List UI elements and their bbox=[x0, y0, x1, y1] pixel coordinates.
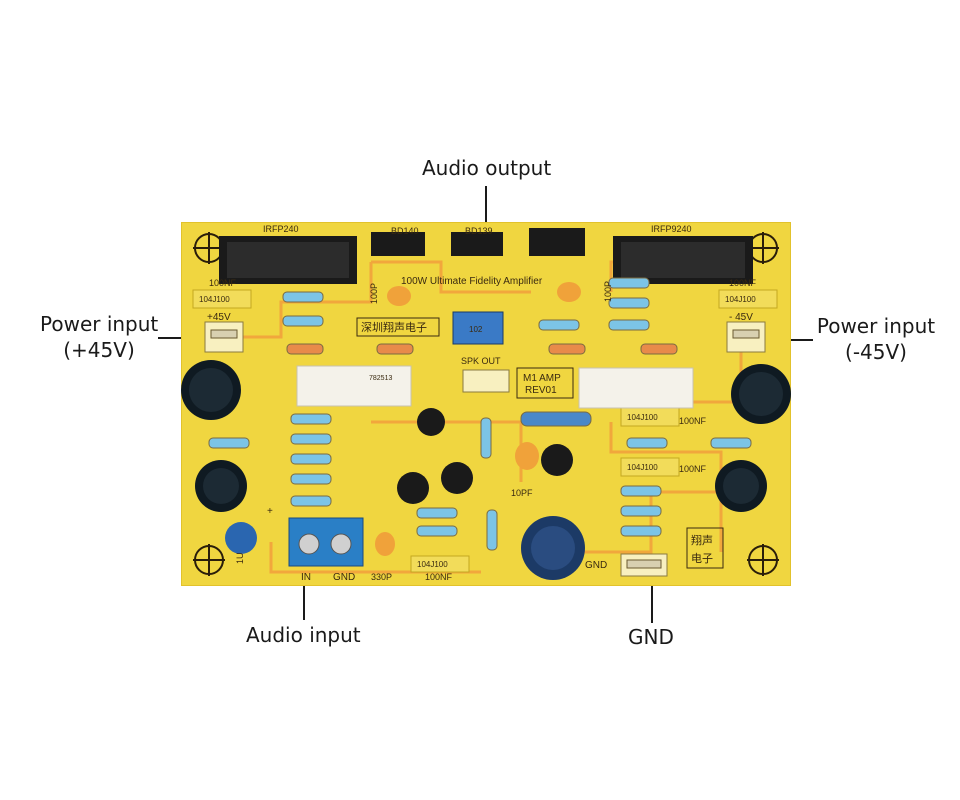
silk-bd139: BD139 bbox=[465, 226, 493, 236]
svg-text:104J100: 104J100 bbox=[199, 295, 230, 304]
film-cap-left: 104J100 bbox=[192, 289, 252, 309]
mosfet-irfp240 bbox=[219, 236, 357, 284]
audio-output-label: Audio output bbox=[422, 156, 552, 180]
film-cap-mid-2: 104J100 bbox=[620, 457, 680, 477]
svg-text:104J100: 104J100 bbox=[627, 413, 658, 422]
svg-text:782513: 782513 bbox=[369, 375, 392, 382]
power-resistor-right bbox=[578, 367, 694, 409]
silk-100nf-tr: 100NF bbox=[729, 278, 757, 288]
power-input-left-title: Power input bbox=[40, 312, 159, 336]
silk-brand-short-1: 翔声 bbox=[691, 533, 713, 547]
silk-irfp9240: IRFP9240 bbox=[651, 224, 692, 234]
silk-model: M1 AMP bbox=[523, 373, 561, 384]
amplifier-pcb: IRFP240 IRFP9240 BD140 BD139 100NF 100NF… bbox=[181, 222, 791, 586]
power-input-left-label: Power input (+45V) bbox=[40, 311, 158, 363]
silk-in: IN bbox=[301, 572, 311, 583]
small-transistors bbox=[397, 408, 573, 504]
svg-text:104J100: 104J100 bbox=[417, 560, 448, 569]
silk-1u: 1U bbox=[235, 552, 245, 564]
silk-100p-left: 100P bbox=[369, 283, 379, 304]
svg-text:- 45V: - 45V bbox=[729, 312, 753, 323]
film-cap-mid-1: 104J100 bbox=[620, 407, 680, 427]
film-cap-bottom: 104J100 bbox=[410, 555, 470, 573]
silk-100nf-mid-2: 100NF bbox=[679, 464, 707, 474]
power-input-right-label: Power input (-45V) bbox=[815, 313, 937, 365]
silk-title: 100W Ultimate Fidelity Amplifier bbox=[401, 276, 543, 287]
resistor-array bbox=[208, 277, 752, 551]
silk-100nf-tl: 100NF bbox=[209, 278, 237, 288]
audio-input-terminal bbox=[288, 517, 364, 567]
silk-10pf: 10PF bbox=[511, 488, 533, 498]
silk-bd140: BD140 bbox=[391, 226, 419, 236]
trimmer-pot: 102 bbox=[452, 311, 504, 345]
power-input-right-voltage: (-45V) bbox=[845, 340, 907, 364]
gnd-pointer bbox=[651, 568, 653, 623]
svg-text:+45V: +45V bbox=[207, 312, 231, 323]
silk-100p-right: 100P bbox=[603, 281, 613, 302]
film-cap-right: 104J100 bbox=[718, 289, 778, 309]
silk-brand-short-2: 电子 bbox=[691, 552, 713, 565]
silk-spk-out: SPK OUT bbox=[461, 356, 501, 366]
silk-brand-cn: 深圳翔声电子 bbox=[361, 320, 427, 334]
electrolytic-caps bbox=[181, 360, 791, 580]
silk-rev: REV01 bbox=[525, 385, 557, 396]
power-input-right-title: Power input bbox=[816, 314, 936, 338]
gnd-label: GND bbox=[628, 625, 674, 649]
svg-text:102: 102 bbox=[469, 325, 483, 334]
gnd-pad-terminal bbox=[620, 553, 668, 577]
transistor-bd139 bbox=[451, 232, 503, 256]
mounting-holes bbox=[193, 232, 779, 576]
silk-gnd-pad: GND bbox=[585, 560, 607, 571]
silk-gnd-terminal: GND bbox=[333, 572, 355, 583]
silk-100nf-bottom: 100NF bbox=[425, 572, 453, 582]
spk-out-terminal bbox=[462, 369, 510, 393]
transistor-driver-3 bbox=[529, 228, 585, 256]
mosfet-irfp9240 bbox=[613, 236, 753, 284]
silk-330p: 330P bbox=[371, 572, 392, 582]
transistor-bd140 bbox=[371, 232, 425, 256]
silk-100nf-mid-1: 100NF bbox=[679, 416, 707, 426]
ceramic-caps bbox=[375, 282, 581, 556]
svg-text:104J100: 104J100 bbox=[627, 463, 658, 472]
silk-irfp240: IRFP240 bbox=[263, 224, 299, 234]
svg-text:104J100: 104J100 bbox=[725, 295, 756, 304]
power-input-left-voltage: (+45V) bbox=[63, 338, 135, 362]
power-terminal-pos: +45V bbox=[204, 312, 244, 353]
power-terminal-neg: - 45V bbox=[726, 312, 766, 353]
audio-input-label: Audio input bbox=[246, 623, 361, 647]
power-resistor-left: 782513 bbox=[296, 365, 412, 407]
silk-plus: + bbox=[267, 506, 273, 517]
